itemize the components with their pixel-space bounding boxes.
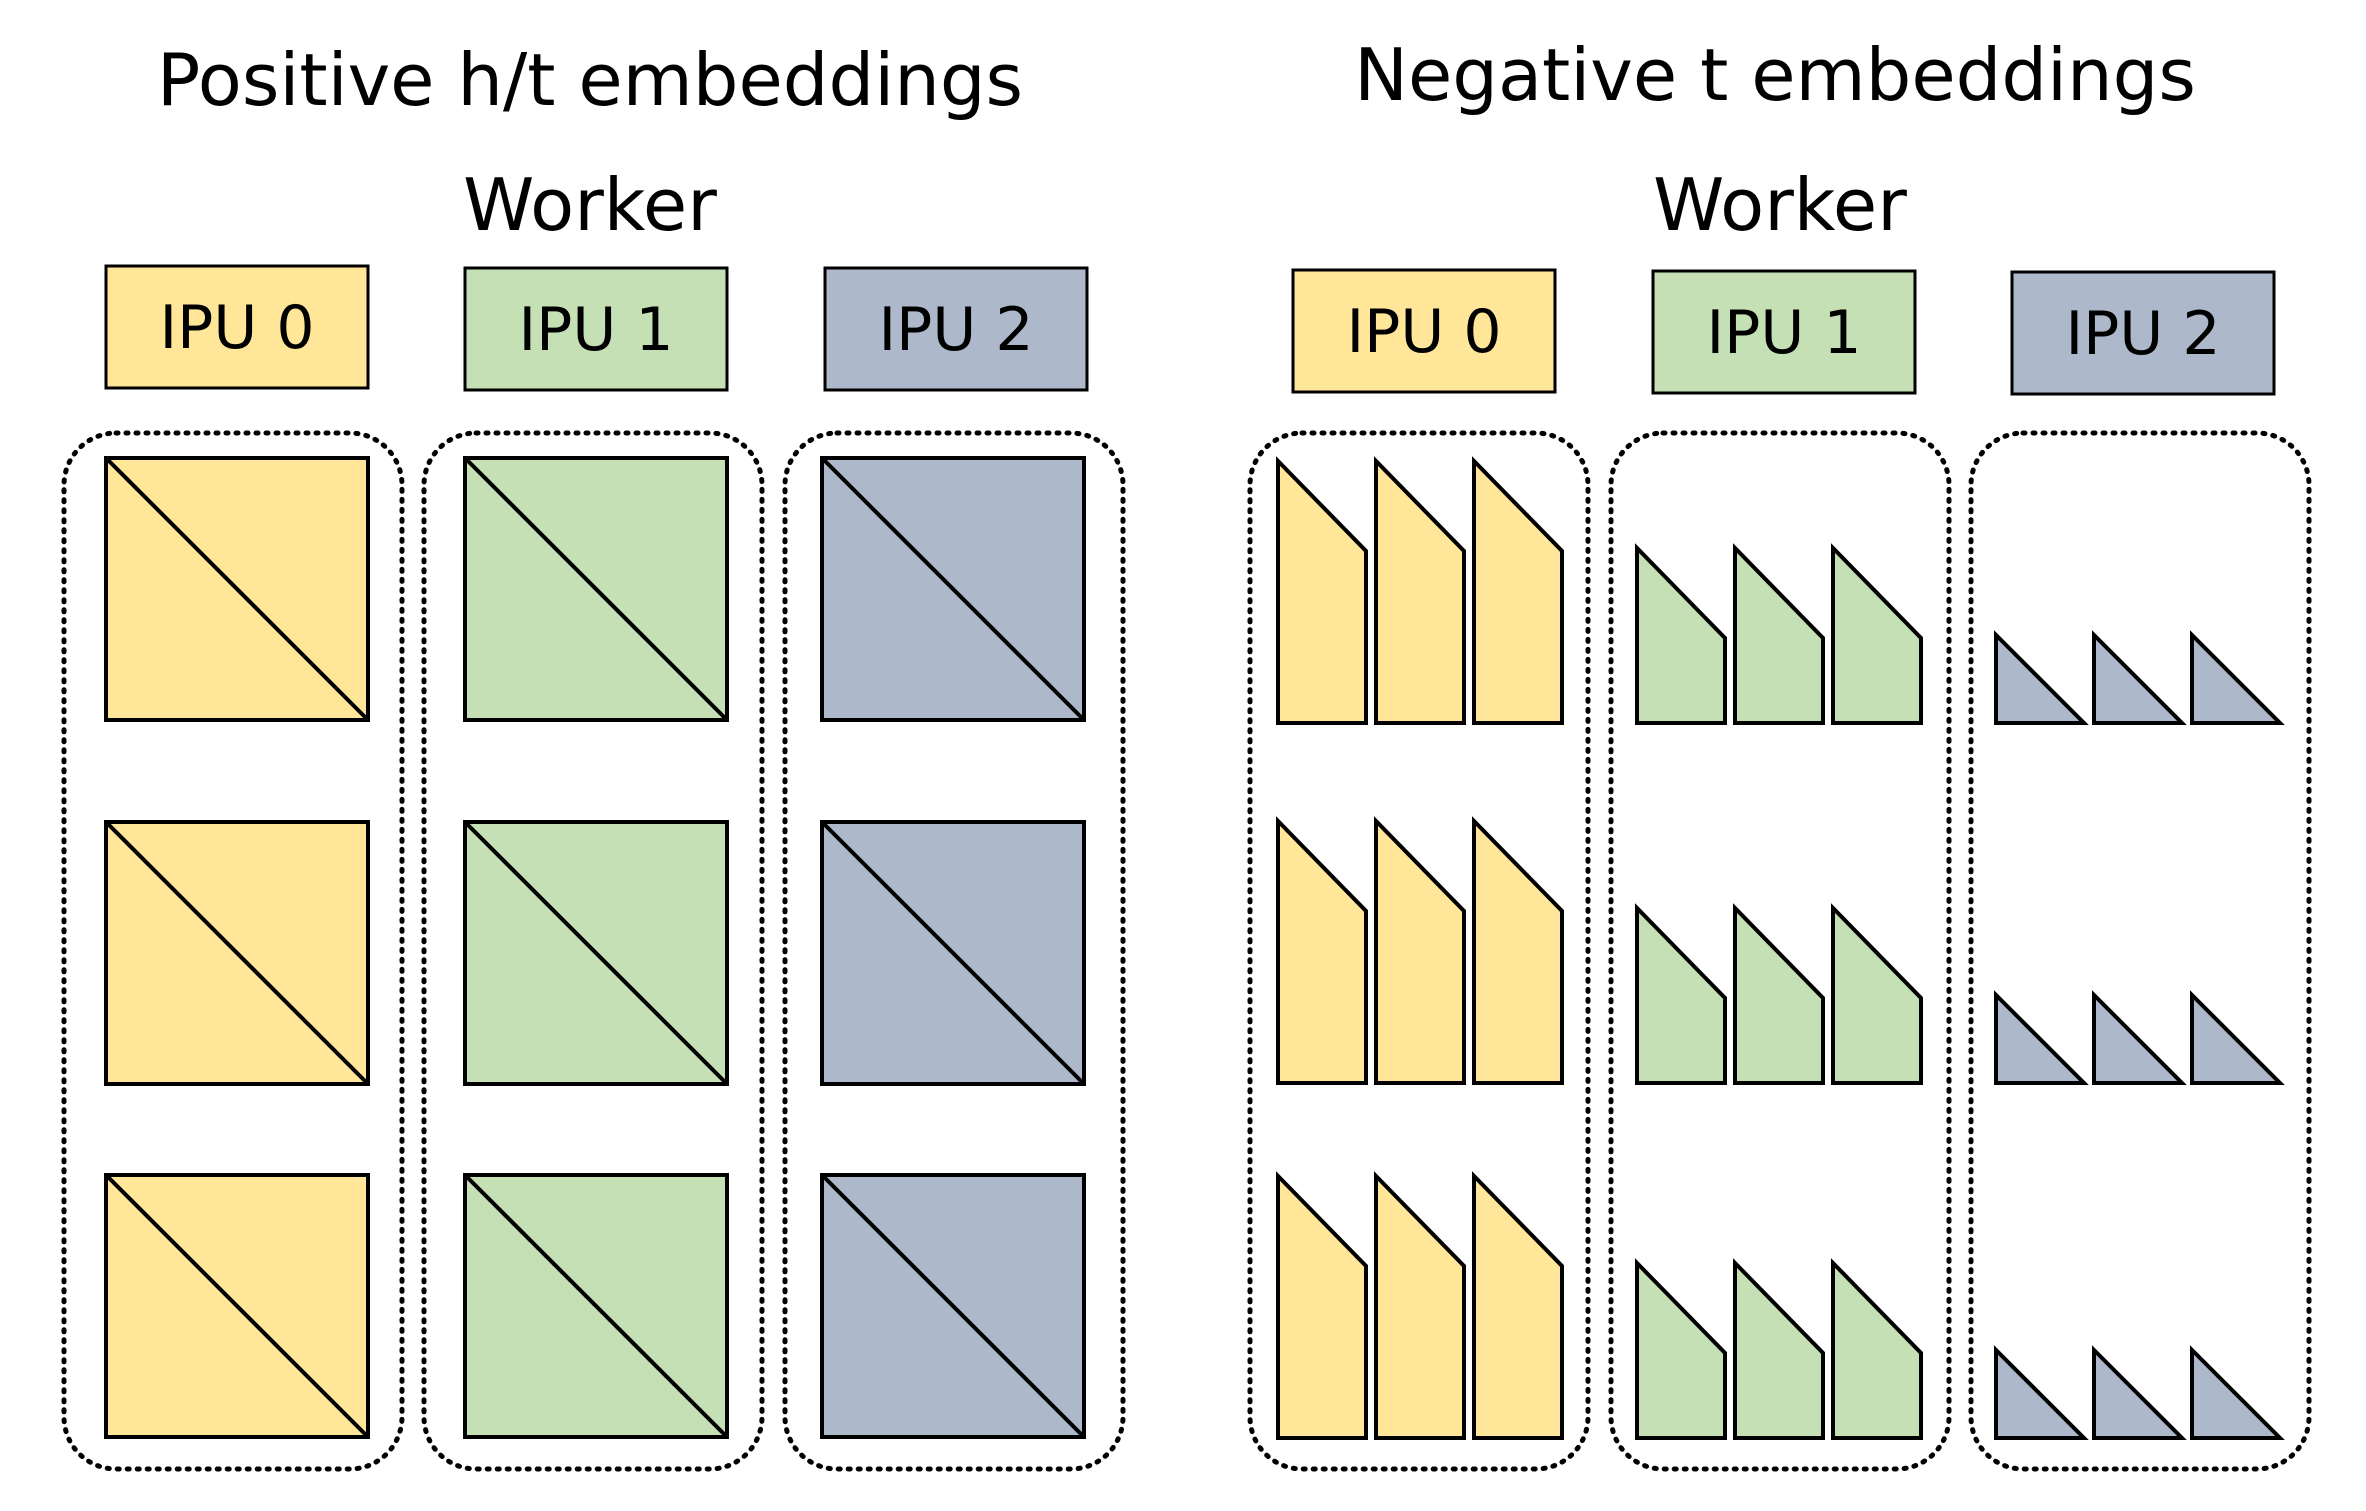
negative-shard-strip bbox=[1276, 1171, 1368, 1440]
negative-shard-strip bbox=[1831, 1258, 1923, 1440]
negative-shard-strip bbox=[2190, 990, 2285, 1085]
negative-shard-strip bbox=[1831, 903, 1923, 1085]
shard-diagonal bbox=[820, 820, 1086, 1086]
shard-diagonal bbox=[463, 456, 729, 722]
ipu-label: IPU 1 bbox=[1706, 298, 1861, 368]
negative-shard-strip bbox=[2190, 1345, 2285, 1440]
positive-panel-title: Positive h/t embeddings bbox=[157, 38, 1023, 122]
negative-shard-strip bbox=[1276, 816, 1368, 1085]
ipu-label: IPU 0 bbox=[159, 293, 314, 363]
positive-ipu-0-group bbox=[61, 430, 405, 1472]
negative-shard-strip bbox=[1472, 816, 1564, 1085]
shard-diagonal bbox=[820, 1173, 1086, 1439]
negative-shard-strip bbox=[1472, 1171, 1564, 1440]
negative-shard-strip bbox=[1374, 1171, 1466, 1440]
positive-ipu-0-header: IPU 0 bbox=[104, 264, 370, 390]
negative-ipu-0-header: IPU 0 bbox=[1291, 268, 1557, 394]
negative-shard-strip bbox=[1994, 990, 2089, 1085]
positive-ipu-1-header: IPU 1 bbox=[463, 266, 729, 392]
negative-shard-strip bbox=[1733, 903, 1825, 1085]
negative-shard-strip bbox=[1635, 903, 1727, 1085]
negative-shard-strip bbox=[1831, 543, 1923, 725]
negative-ipu-1-group bbox=[1608, 430, 1952, 1472]
embedding-shards bbox=[104, 456, 2285, 1440]
positive-ipu-1-group bbox=[421, 430, 765, 1472]
negative-shard-strip bbox=[1733, 1258, 1825, 1440]
shard-diagonal bbox=[104, 456, 370, 722]
negative-shard-strip bbox=[1276, 456, 1368, 725]
negative-shard-strip bbox=[2190, 630, 2285, 725]
negative-ipu-1-header: IPU 1 bbox=[1651, 269, 1917, 395]
negative-shard-strip bbox=[1635, 1258, 1727, 1440]
negative-shard-strip bbox=[2092, 630, 2187, 725]
ipu-label: IPU 1 bbox=[518, 295, 673, 365]
negative-ipu-2-header: IPU 2 bbox=[2010, 270, 2276, 396]
negative-shard-strip bbox=[1994, 1345, 2089, 1440]
positive-worker-label: Worker bbox=[463, 163, 717, 247]
ipu-label: IPU 0 bbox=[1346, 297, 1501, 367]
negative-ipu-2-group bbox=[1968, 430, 2312, 1472]
shard-diagonal bbox=[820, 456, 1086, 722]
negative-panel-title: Negative t embeddings bbox=[1354, 33, 2196, 117]
positive-ipu-2-header: IPU 2 bbox=[823, 266, 1089, 392]
shard-diagonal bbox=[104, 1173, 370, 1439]
positive-ipu-2-group bbox=[782, 430, 1126, 1472]
negative-shard-strip bbox=[1374, 456, 1466, 725]
negative-ipu-0-group bbox=[1247, 430, 1591, 1472]
negative-shard-strip bbox=[1635, 543, 1727, 725]
shard-diagonal bbox=[104, 820, 370, 1086]
negative-shard-strip bbox=[2092, 990, 2187, 1085]
negative-shard-strip bbox=[1733, 543, 1825, 725]
negative-shard-strip bbox=[1472, 456, 1564, 725]
negative-shard-strip bbox=[2092, 1345, 2187, 1440]
negative-shard-strip bbox=[1374, 816, 1466, 1085]
negative-shard-strip bbox=[1994, 630, 2089, 725]
ipu-label: IPU 2 bbox=[2065, 299, 2220, 369]
shard-diagonal bbox=[463, 820, 729, 1086]
shard-diagonal bbox=[463, 1173, 729, 1439]
ipu-label: IPU 2 bbox=[878, 295, 1033, 365]
negative-worker-label: Worker bbox=[1653, 163, 1907, 247]
